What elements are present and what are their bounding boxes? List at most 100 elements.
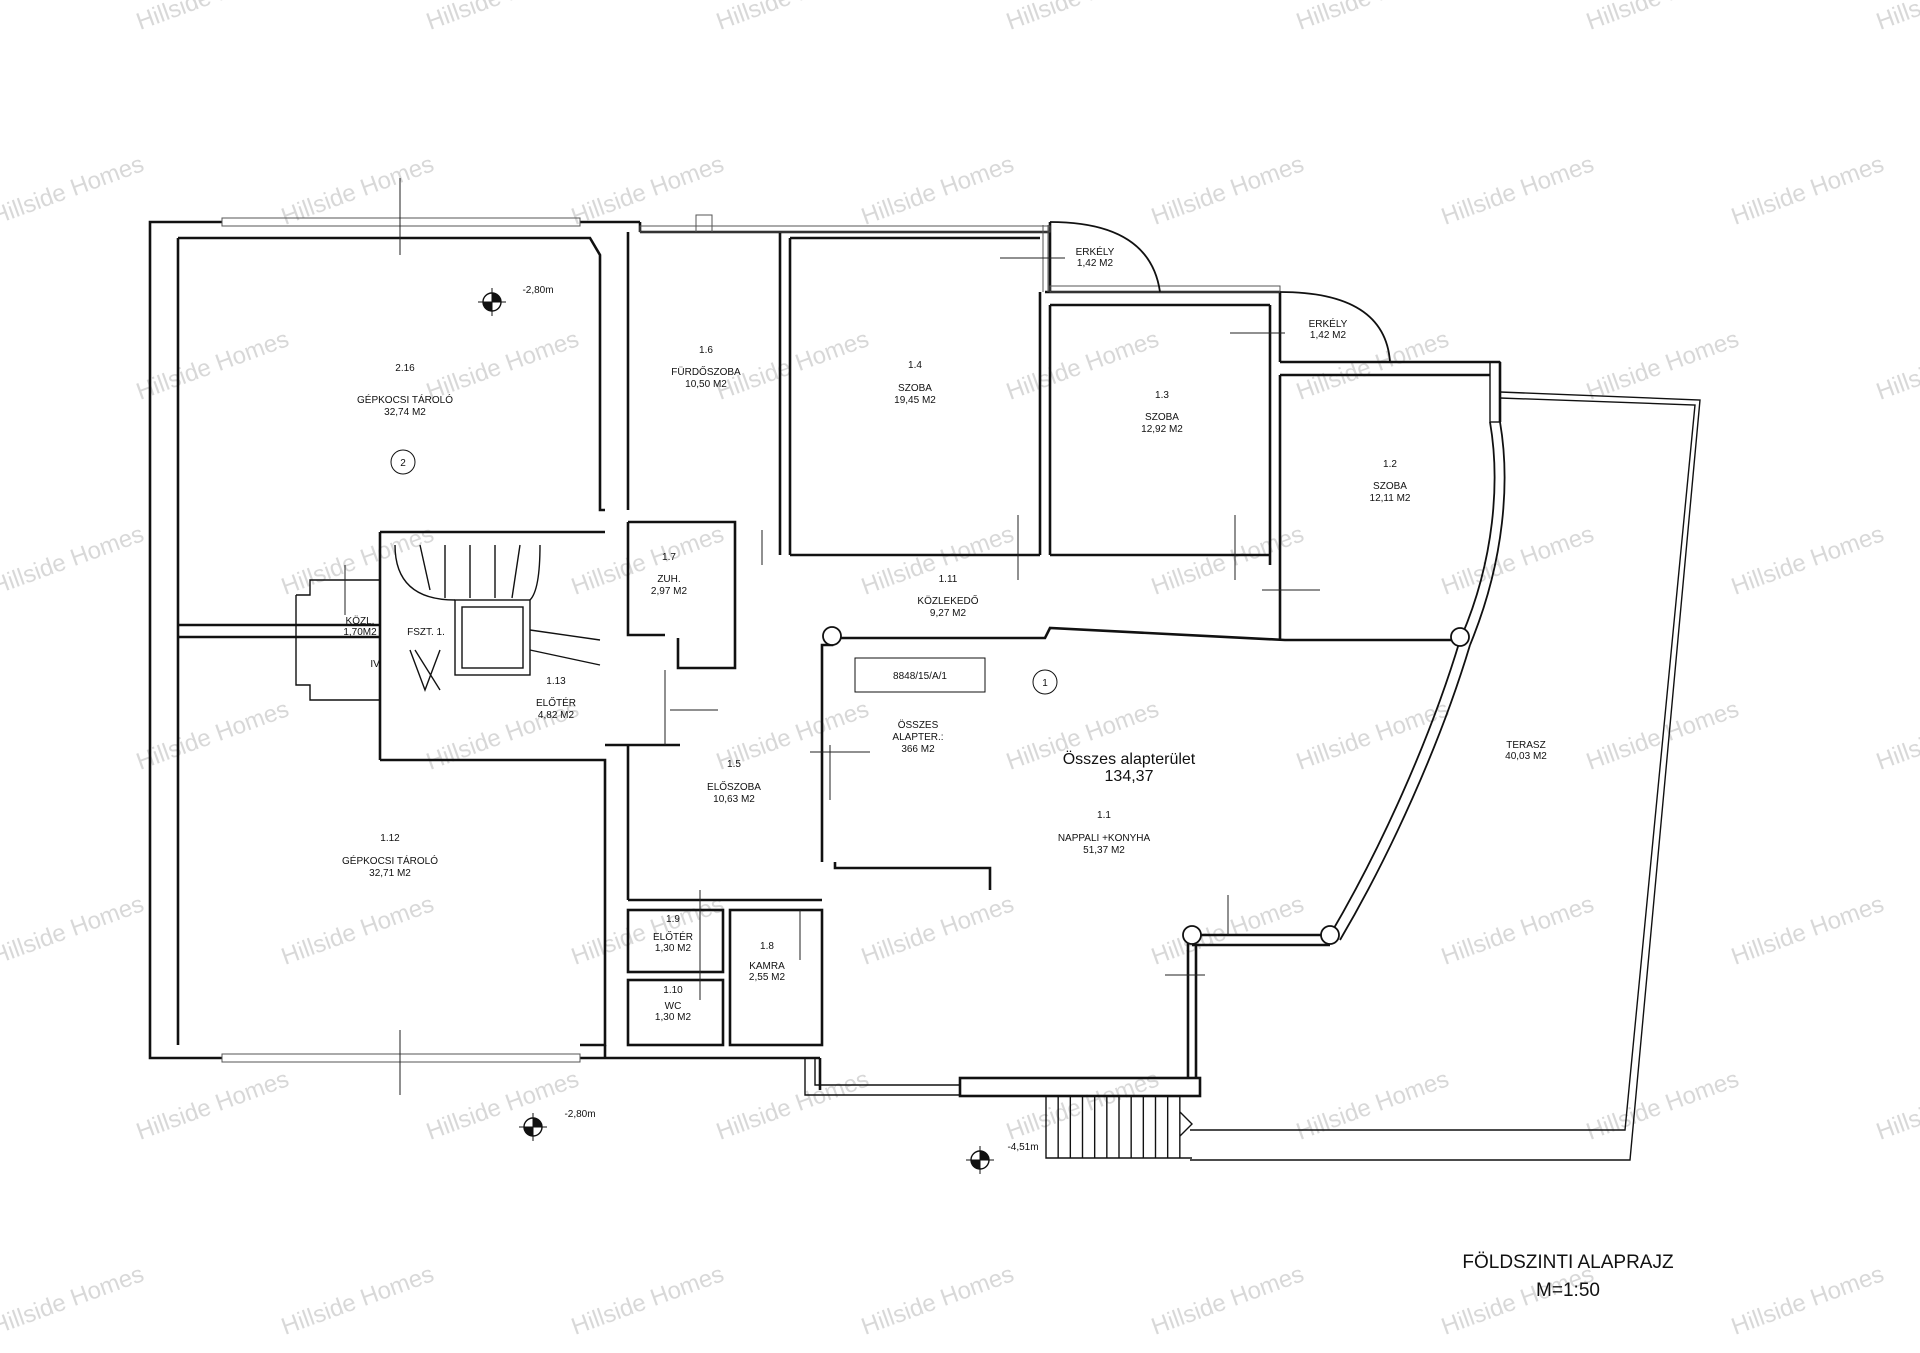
watermark-text: Hillside Homes <box>1438 151 1598 231</box>
watermark-text: Hillside Homes <box>1148 151 1308 231</box>
level-marker-icon <box>519 1113 547 1141</box>
watermark-text: Hillside Homes <box>278 891 438 971</box>
watermark-text: Hillside Homes <box>1583 0 1743 36</box>
room-1-4-name: SZOBA <box>898 383 932 394</box>
balcony-2-area: 1,42 M2 <box>1310 330 1347 341</box>
watermark-text: Hillside Homes <box>1148 1261 1308 1341</box>
room-1-9-id: 1.9 <box>666 914 680 925</box>
watermark-text: Hillside Homes <box>133 696 293 776</box>
level-marker-icon <box>966 1146 994 1174</box>
watermark-text: Hillside Homes <box>858 891 1018 971</box>
watermark-text: Hillside Homes <box>858 151 1018 231</box>
watermark-text: Hillside Homes <box>0 151 147 231</box>
watermark-text: Hillside Homes <box>1003 0 1163 36</box>
balcony-1-name: ERKÉLY <box>1076 245 1115 258</box>
room-2-16-name: GÉPKOCSI TÁROLÓ <box>357 393 453 406</box>
total-area-value: 134,37 <box>1105 768 1154 785</box>
room-1-5-name: ELŐSZOBA <box>707 779 761 793</box>
room-1-3-id: 1.3 <box>1155 390 1169 401</box>
room-1-5-id: 1.5 <box>727 759 741 770</box>
room-1-8-name: KAMRA <box>749 961 785 972</box>
watermark-text: Hillside Homes <box>423 326 583 406</box>
room-1-4-id: 1.4 <box>908 360 922 371</box>
marker-1: 1 <box>1042 678 1048 689</box>
room-1-6-id: 1.6 <box>699 345 713 356</box>
marker-2: 2 <box>400 458 406 469</box>
total-area-label: Összes alapterület <box>1063 750 1196 768</box>
circle-markers <box>390 449 1058 695</box>
watermark-text: Hillside Homes <box>133 1066 293 1146</box>
level-markers <box>478 288 994 1174</box>
level-3: -4,51m <box>1007 1142 1038 1153</box>
base-area-line1: ÖSSZES <box>898 719 939 731</box>
room-2-16-area: 32,74 M2 <box>384 407 426 418</box>
watermark-text: Hillside Homes <box>423 0 583 36</box>
watermark-text: Hillside Homes <box>1003 326 1163 406</box>
watermark-text: Hillside Homes <box>1438 891 1598 971</box>
terrace-name: TERASZ <box>1506 740 1545 751</box>
labels: 2.16 GÉPKOCSI TÁROLÓ 32,74 M2 1.12 GÉPKO… <box>342 245 1674 1301</box>
room-1-10-area: 1,30 M2 <box>655 1012 692 1023</box>
room-1-2-area: 12,11 M2 <box>1370 493 1411 504</box>
watermark-text: Hillside Homes <box>713 1066 873 1146</box>
room-1-3-name: SZOBA <box>1145 412 1179 423</box>
watermark-text: Hillside Homes <box>1728 891 1888 971</box>
stair-fszt: FSZT. 1. <box>407 627 445 638</box>
room-1-13-id: 1.13 <box>546 676 566 687</box>
room-1-13-name: ELŐTÉR <box>536 695 576 709</box>
level-2: -2,80m <box>564 1109 595 1120</box>
room-1-9-area: 1,30 M2 <box>655 943 692 954</box>
room-1-12-name: GÉPKOCSI TÁROLÓ <box>342 854 438 867</box>
room-1-5-area: 10,63 M2 <box>713 794 755 805</box>
terrace-area: 40,03 M2 <box>1505 751 1547 762</box>
room-1-11-area: 9,27 M2 <box>930 608 967 619</box>
level-marker-icon <box>478 288 506 316</box>
room-1-12-area: 32,71 M2 <box>369 868 411 879</box>
watermark-text: Hillside Homes <box>568 151 728 231</box>
room-1-10-id: 1.10 <box>663 985 683 996</box>
watermark-text: Hillside Homes <box>1293 1066 1453 1146</box>
room-1-6-name: FÜRDŐSZOBA <box>671 364 741 378</box>
watermark-text: Hillside Homes <box>1728 1261 1888 1341</box>
stairs <box>394 544 1193 1159</box>
balconies <box>1049 221 1391 363</box>
room-1-10-name: WC <box>665 1001 682 1012</box>
balcony-1-area: 1,42 M2 <box>1077 258 1114 269</box>
room-1-12-id: 1.12 <box>380 833 400 844</box>
watermark-text: Hillside Homes <box>1873 696 1920 776</box>
watermark-text: Hillside Homes <box>1873 326 1920 406</box>
watermark-text: Hillside Homes <box>1293 0 1453 36</box>
watermark-text: Hillside Homes <box>858 521 1018 601</box>
watermark-text: Hillside Homes <box>1728 521 1888 601</box>
room-1-1-area: 51,37 M2 <box>1083 845 1125 856</box>
room-1-7-area: 2,97 M2 <box>651 586 688 597</box>
room-1-7-name: ZUH. <box>657 574 680 585</box>
watermark-text: Hillside Homes <box>133 0 293 36</box>
parcel-box <box>854 657 986 693</box>
room-1-8-area: 2,55 M2 <box>749 972 786 983</box>
room-1-7-id: 1.7 <box>662 552 676 563</box>
balcony-2-name: ERKÉLY <box>1309 317 1348 330</box>
stair-level: IV. <box>370 659 381 670</box>
watermark-text: Hillside Homes <box>1293 696 1453 776</box>
guide-lines <box>344 178 1320 1095</box>
room-1-3-area: 12,92 M2 <box>1141 424 1183 435</box>
walls <box>148 220 1506 1098</box>
watermark-text: Hillside Homes <box>858 1261 1018 1341</box>
watermark-text: Hillside Homes <box>1583 1066 1743 1146</box>
base-area-line2: ALAPTER.: <box>892 732 943 743</box>
watermark-text: Hillside Homes <box>1148 521 1308 601</box>
watermark-text: Hillside Homes <box>278 1261 438 1341</box>
room-1-6-area: 10,50 M2 <box>685 379 727 390</box>
room-1-2-name: SZOBA <box>1373 481 1407 492</box>
watermark-text: Hillside Homes <box>1873 0 1920 36</box>
watermark-text: Hillside Homes <box>1438 521 1598 601</box>
stair-kozl: KÖZL. <box>346 615 375 627</box>
room-1-11-name: KÖZLEKEDŐ <box>917 593 978 607</box>
room-1-9-name: ELŐTÉR <box>653 929 693 943</box>
terrace-outline <box>1190 391 1701 1161</box>
room-2-16-id: 2.16 <box>395 363 415 374</box>
watermark-text: Hillside Homes <box>713 326 873 406</box>
room-1-13-area: 4,82 M2 <box>538 710 575 721</box>
